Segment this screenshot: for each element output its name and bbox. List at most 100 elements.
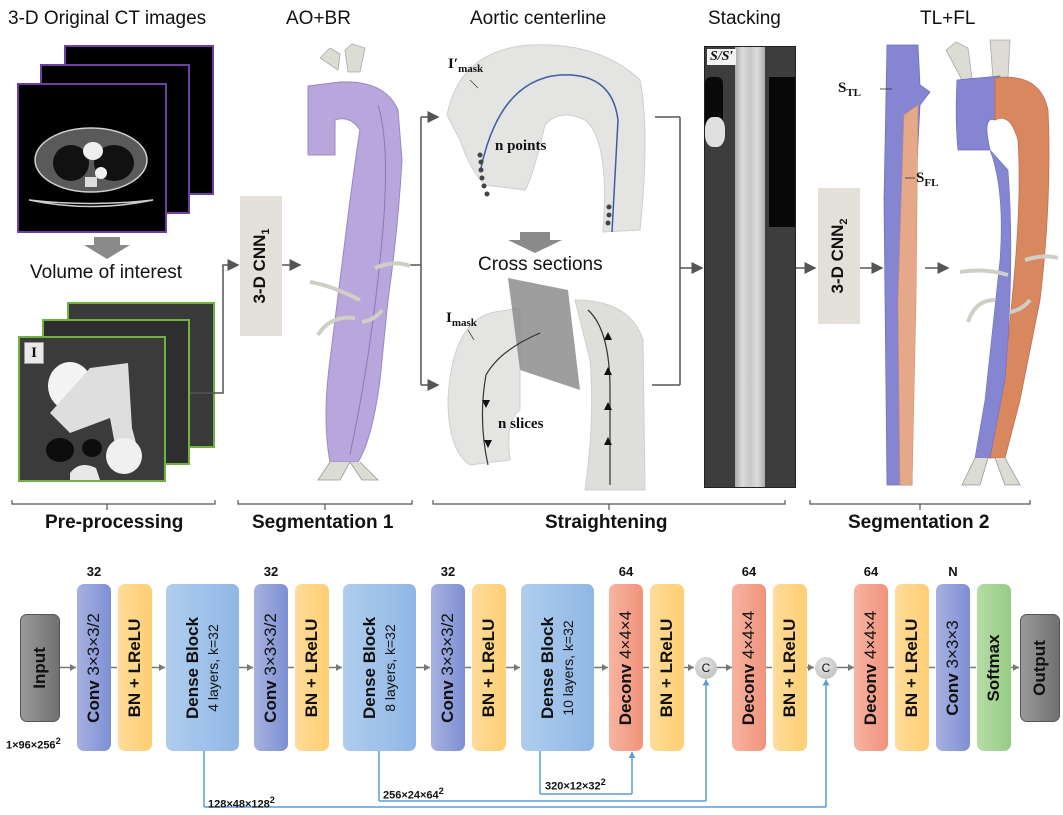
cnn2-box: 3-D CNN2 [818, 188, 860, 324]
channel-count-label: 32 [86, 564, 102, 579]
conv-block-label: Conv 3×3×3/2 [438, 612, 457, 723]
arrowhead-icon [688, 664, 694, 671]
input-label: Input [30, 647, 49, 689]
cross-section-down-arrow-icon [508, 232, 562, 253]
arrowhead-icon [822, 679, 830, 686]
aorta-segmentation-1-model [307, 43, 411, 481]
concat-node: C [815, 656, 837, 679]
ct-images-title: 3-D Original CT images [8, 8, 207, 29]
bn-block-label: BN + LReLU [479, 618, 498, 717]
cross-sections-title: Cross sections [478, 254, 603, 275]
arrowhead-icon [1013, 664, 1019, 671]
bn-block: BN + LReLU [895, 584, 929, 751]
cnn1-box: 3-D CNN1 [240, 196, 282, 336]
voi-title: Volume of interest [30, 262, 183, 283]
stacked-ct-image: S/S′ [704, 46, 796, 488]
arrowhead-icon [602, 664, 608, 671]
curved-segmentation-model [945, 39, 1059, 486]
bn-block-label: BN + LReLU [780, 618, 799, 717]
channel-count-label: N [948, 564, 958, 579]
conv-block: Conv 3×3×3 [936, 584, 970, 751]
s-tl-label: STL [838, 80, 862, 99]
aorta-to-straightening-split [408, 111, 440, 391]
conv-block-label: Conv 3×3×3 [943, 619, 962, 716]
n-slices-label: n slices [498, 416, 544, 432]
stack-image-tag: S/S′ [707, 49, 737, 65]
channel-count-label: 64 [863, 564, 879, 579]
input-block: Input [20, 614, 60, 722]
deconv-block-label: Deconv 4×4×4 [861, 610, 880, 725]
arrowhead-icon [336, 664, 342, 671]
network-architecture: Input 1×96×2562 Output Conv 3×3×3/2 32 BN + L… [0, 560, 1063, 815]
cnn1-label: 3-D CNN1 [249, 228, 273, 304]
arrowhead-icon [808, 664, 814, 671]
deconv-block: Deconv 4×4×4 [609, 584, 643, 751]
conv-block: Conv 3×3×3/2 [77, 584, 111, 751]
channel-count-label: 32 [263, 564, 279, 579]
arrowhead-icon [848, 664, 854, 671]
stage-label-segmentation-2: Segmentation 2 [848, 512, 990, 533]
i-prime-mask-label: I′mask [448, 56, 484, 75]
arrowhead-icon [70, 664, 76, 671]
bn-block: BN + LReLU [650, 584, 684, 751]
voi-axial-image [20, 338, 164, 480]
cross-sections-model [447, 278, 646, 491]
ct-slice-front [17, 83, 167, 233]
stage-label-straightening: Straightening [545, 512, 668, 533]
channel-count-label: 64 [618, 564, 634, 579]
deconv-block: Deconv 4×4×4 [732, 584, 766, 751]
stage-label-segmentation-1: Segmentation 1 [252, 512, 394, 533]
stage-label-preprocessing: Pre-processing [45, 512, 184, 533]
network-connections [60, 664, 1019, 808]
straightened-segmentation-model [880, 44, 931, 486]
stacking-title: Stacking [708, 8, 781, 29]
skip-shape-label: 320×12×322 [545, 777, 606, 793]
arrowhead-icon [424, 664, 430, 671]
soft-block-label: Softmax [984, 633, 1003, 702]
soft-block: Softmax [977, 584, 1011, 751]
conv-block: Conv 3×3×3/2 [431, 584, 465, 751]
output-block: Output [1020, 614, 1060, 722]
arrowhead-icon [628, 752, 636, 758]
conv-block: Conv 3×3×3/2 [254, 584, 288, 751]
voi-image-tag: I [24, 342, 44, 364]
arrowhead-icon [514, 664, 520, 671]
output-label: Output [1030, 640, 1049, 696]
deconv-block-label: Deconv 4×4×4 [616, 610, 635, 725]
voi-slice-front: I [18, 336, 166, 482]
channel-count-label: 32 [440, 564, 456, 579]
ct-axial-image [28, 127, 154, 208]
down-arrow-icon [84, 237, 130, 259]
bn-block-label: BN + LReLU [902, 618, 921, 717]
bn-block: BN + LReLU [295, 584, 329, 751]
tl-fl-title: TL+FL [920, 8, 976, 29]
stage-brackets [11, 500, 1031, 510]
conv-block-label: Conv 3×3×3/2 [261, 612, 280, 723]
skip-shape-label: 128×48×1282 [208, 795, 275, 811]
arrowhead-icon [159, 664, 165, 671]
cnn2-label: 3-D CNN2 [827, 218, 851, 294]
skip-shape-label: 256×24×642 [383, 786, 444, 802]
arrowhead-icon [247, 664, 253, 671]
channel-count-label: 64 [741, 564, 757, 579]
centerline-title: Aortic centerline [470, 8, 607, 29]
concat-node: C [695, 656, 717, 679]
bn-block-label: BN + LReLU [125, 618, 144, 717]
deconv-block-label: Deconv 4×4×4 [739, 610, 758, 725]
arrowhead-icon [702, 679, 710, 686]
n-points-label: n points [495, 138, 547, 154]
bn-block: BN + LReLU [472, 584, 506, 751]
deconv-block: Deconv 4×4×4 [854, 584, 888, 751]
straightening-merge-to-stack [652, 116, 704, 386]
bn-block-label: BN + LReLU [657, 618, 676, 717]
i-mask-label: Imask [446, 310, 477, 329]
s-fl-label: SFL [916, 170, 939, 189]
bn-block: BN + LReLU [773, 584, 807, 751]
bn-block-label: BN + LReLU [302, 618, 321, 717]
input-shape-label: 1×96×2562 [6, 736, 61, 752]
